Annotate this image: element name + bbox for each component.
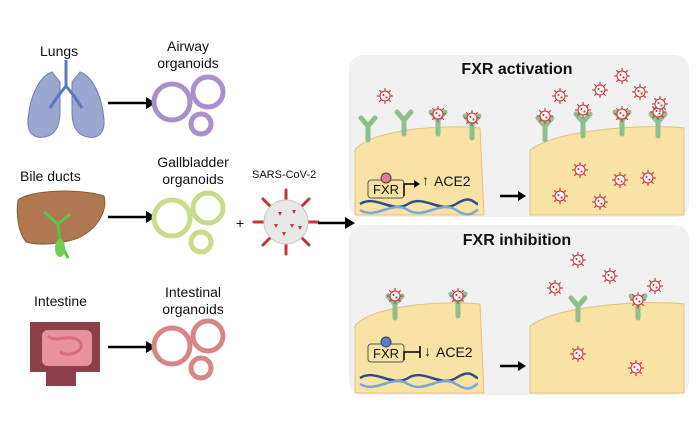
fxr-label-inhibition: FXR — [373, 346, 399, 361]
ace2-arrow-activation: ↑ — [422, 172, 429, 188]
ligand-inhibition — [380, 336, 392, 348]
plus-sign: + — [236, 215, 245, 231]
cell-right-activation — [529, 126, 685, 216]
panel-title-activation: FXR activation — [461, 61, 573, 78]
sars-cov2-virus-icon — [252, 188, 320, 256]
panel-title-inhibition: FXR inhibition — [462, 232, 572, 249]
gallbladder-organoids-icon — [151, 190, 226, 255]
airway-organoids-icon — [151, 74, 226, 137]
ace2-label-activation: ACE2 — [434, 173, 471, 189]
fxr-label-activation: FXR — [373, 182, 399, 197]
cell-right-inhibition — [529, 302, 685, 394]
ligand-activation — [380, 172, 392, 184]
ace2-arrow-inhibition: ↓ — [424, 343, 431, 359]
organ-label-intestine: Intestine — [34, 293, 87, 309]
lungs-icon — [27, 60, 105, 138]
dna-inhibition — [359, 372, 479, 383]
liver-icon — [16, 190, 106, 259]
ace2-label-inhibition: ACE2 — [436, 344, 473, 360]
virus-label: SARS-CoV-2 — [252, 169, 317, 181]
dna-activation — [359, 198, 479, 209]
intestine-icon — [30, 322, 100, 386]
organ-label-lungs: Lungs — [40, 43, 79, 59]
organ-label-bile-ducts: Bile ducts — [20, 168, 81, 184]
intestinal-organoids-icon — [151, 318, 226, 381]
